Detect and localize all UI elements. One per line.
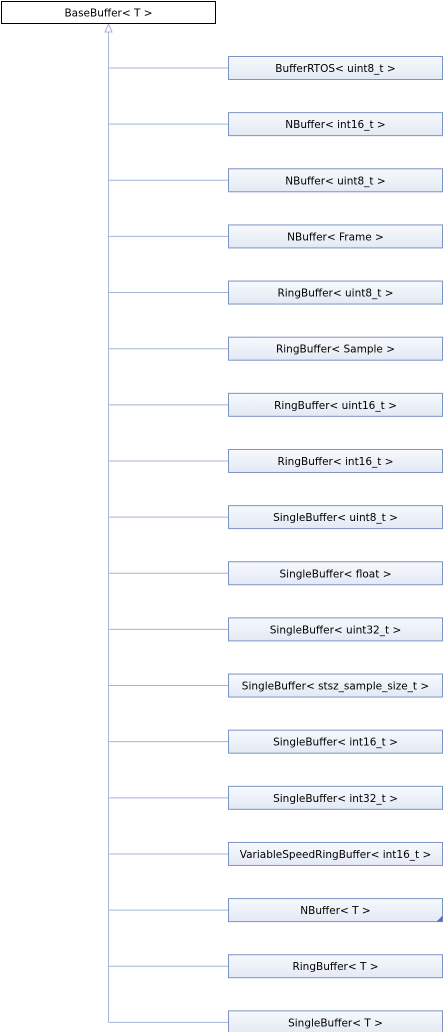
derived-class-label: NBuffer< T >	[300, 905, 370, 917]
derived-class-box	[228, 841, 443, 866]
derived-class-node[interactable]: NBuffer< uint8_t >	[228, 168, 443, 193]
derived-class-box	[228, 729, 443, 754]
derived-class-node[interactable]: SingleBuffer< float >	[228, 561, 443, 586]
more-children-marker-icon	[436, 915, 443, 922]
derived-class-node[interactable]: RingBuffer< int16_t >	[228, 448, 443, 473]
derived-class-node[interactable]: RingBuffer< uint16_t >	[228, 392, 443, 417]
derived-class-node[interactable]: SingleBuffer< stsz_sample_size_t >	[228, 673, 443, 698]
derived-class-label: SingleBuffer< float >	[279, 568, 391, 580]
derived-class-label: NBuffer< int16_t >	[285, 119, 385, 131]
derived-class-node[interactable]: NBuffer< int16_t >	[228, 112, 443, 137]
derived-class-box	[228, 56, 443, 80]
derived-class-box	[228, 1010, 443, 1032]
derived-class-box	[228, 112, 443, 137]
derived-class-label: RingBuffer< Sample >	[276, 344, 395, 356]
derived-class-label: VariableSpeedRingBuffer< int16_t >	[240, 849, 432, 861]
derived-class-node[interactable]: SingleBuffer< T >	[228, 1010, 443, 1032]
derived-class-label: BufferRTOS< uint8_t >	[275, 63, 395, 75]
inheritance-arrowhead	[104, 22, 113, 33]
derived-class-label: SingleBuffer< int16_t >	[273, 737, 398, 749]
derived-class-box	[228, 448, 443, 473]
derived-class-label: RingBuffer< uint8_t >	[277, 288, 393, 300]
inheritance-edges	[104, 22, 229, 1023]
derived-class-label: SingleBuffer< uint8_t >	[273, 512, 398, 524]
derived-class-box	[228, 168, 443, 193]
derived-class-node[interactable]: NBuffer< Frame >	[228, 224, 443, 249]
derived-class-node[interactable]: RingBuffer< uint8_t >	[228, 280, 443, 305]
derived-class-label: NBuffer< Frame >	[287, 231, 384, 243]
derived-class-box	[228, 673, 443, 698]
derived-class-node[interactable]: BufferRTOS< uint8_t >	[228, 56, 443, 80]
derived-class-nodes: BufferRTOS< uint8_t > NBuffer< int16_t > N…	[228, 56, 443, 1032]
derived-class-node[interactable]: VariableSpeedRingBuffer< int16_t >	[228, 841, 443, 866]
derived-class-box	[228, 280, 443, 305]
derived-class-box	[228, 898, 443, 923]
derived-class-node[interactable]: SingleBuffer< int16_t >	[228, 729, 443, 754]
derived-class-box	[228, 505, 443, 530]
derived-class-node[interactable]: RingBuffer< Sample >	[228, 336, 443, 361]
derived-class-label: SingleBuffer< int32_t >	[273, 793, 398, 805]
derived-class-label: RingBuffer< uint16_t >	[274, 400, 397, 412]
derived-class-box	[228, 785, 443, 810]
derived-class-node[interactable]: SingleBuffer< int32_t >	[228, 785, 443, 810]
derived-class-box	[228, 954, 443, 979]
base-class-box	[1, 1, 216, 24]
base-class-node[interactable]: BaseBuffer< T >	[1, 1, 216, 24]
derived-class-node[interactable]: RingBuffer< T >	[228, 954, 443, 979]
derived-class-box	[228, 617, 443, 642]
derived-class-node[interactable]: SingleBuffer< uint32_t >	[228, 617, 443, 642]
derived-class-box	[228, 392, 443, 417]
derived-class-node[interactable]: NBuffer< T >	[228, 898, 443, 923]
derived-class-label: SingleBuffer< T >	[288, 1017, 383, 1029]
derived-class-label: NBuffer< uint8_t >	[285, 175, 385, 187]
derived-class-box	[228, 336, 443, 361]
derived-class-node[interactable]: SingleBuffer< uint8_t >	[228, 505, 443, 530]
derived-class-label: RingBuffer< int16_t >	[277, 456, 393, 468]
derived-class-label: SingleBuffer< uint32_t >	[270, 624, 402, 636]
derived-class-box	[228, 224, 443, 249]
derived-class-label: RingBuffer< T >	[292, 961, 378, 973]
derived-class-box	[228, 561, 443, 586]
derived-class-label: SingleBuffer< stsz_sample_size_t >	[242, 681, 429, 693]
base-class-label: BaseBuffer< T >	[64, 8, 152, 20]
